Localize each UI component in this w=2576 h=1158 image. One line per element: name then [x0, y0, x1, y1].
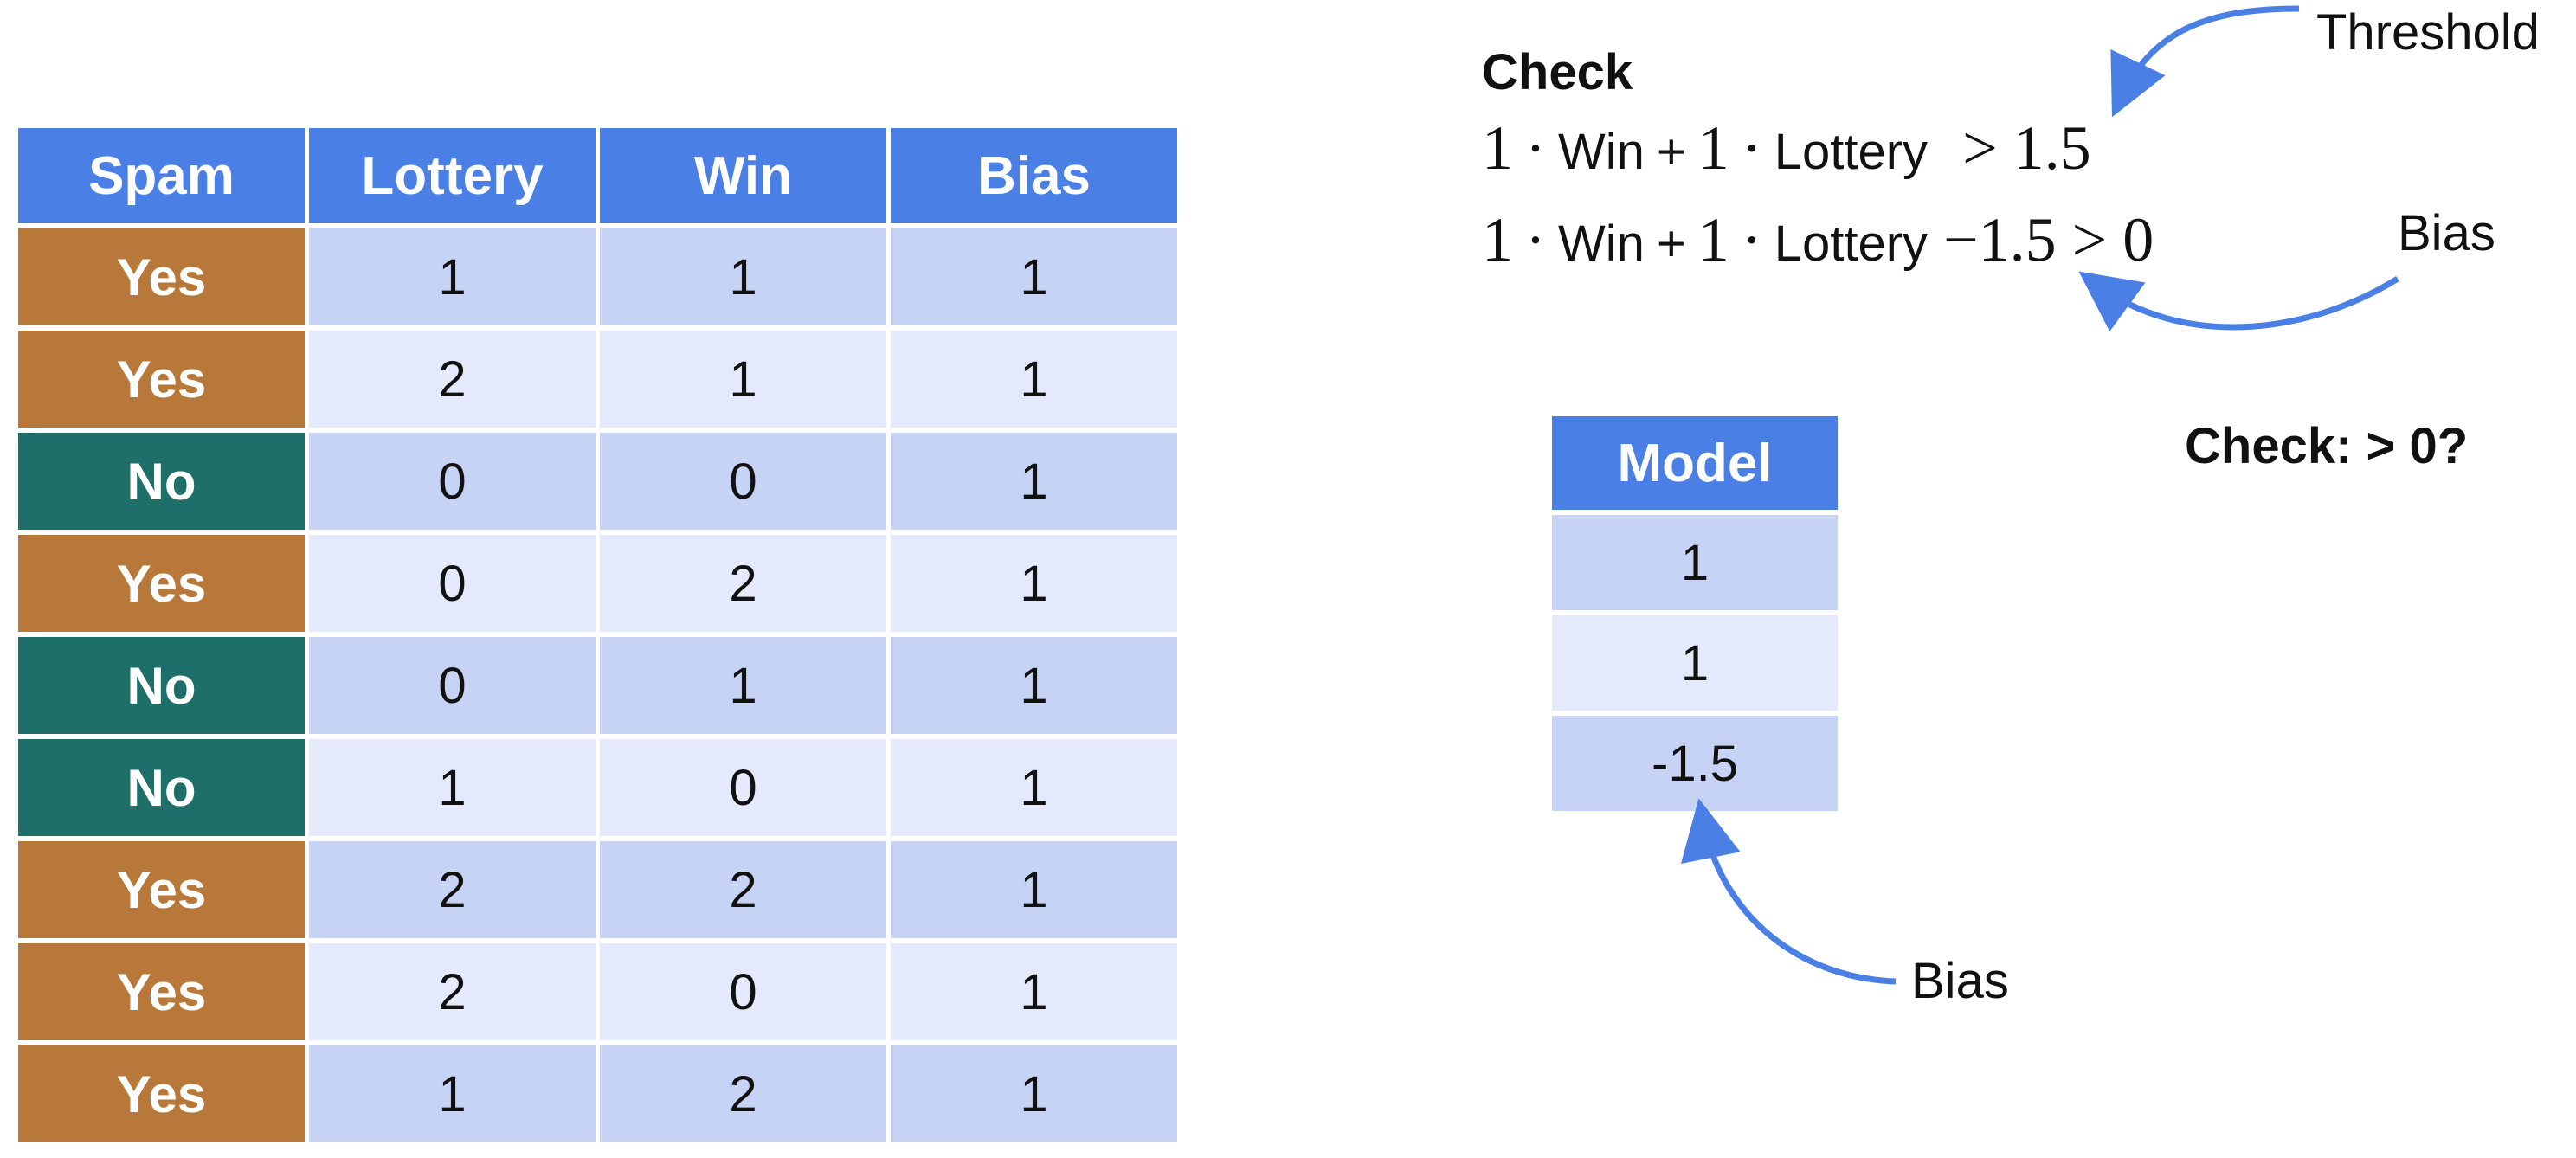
model-weight-lottery: 1	[1552, 615, 1838, 711]
eq1-term-lottery: Lottery	[1774, 124, 1929, 180]
eq1-relation: > 1.5	[1962, 113, 2091, 183]
header-lottery: Lottery	[309, 128, 596, 223]
eq1-coef-1: 1	[1482, 113, 1513, 183]
lottery-value-cell: 2	[309, 331, 596, 428]
header-spam: Spam	[18, 128, 305, 223]
lottery-value-cell: 0	[309, 637, 596, 734]
eq1-coef-2: 1	[1697, 113, 1729, 183]
lottery-value-cell: 1	[309, 1045, 596, 1142]
bias-annotation-top: Bias	[2398, 205, 2496, 261]
model-table: Model 1 1 -1.5	[1552, 416, 1838, 821]
bias-value-cell: 1	[891, 331, 1177, 428]
win-value-cell: 1	[600, 637, 886, 734]
model-weight-win: 1	[1552, 515, 1838, 610]
spam-label-cell: No	[18, 637, 305, 734]
check-greater-than-zero: Check: > 0?	[2185, 418, 2469, 474]
model-bias-value: -1.5	[1552, 716, 1838, 811]
bias-value-cell: 1	[891, 637, 1177, 734]
header-win: Win	[600, 128, 886, 223]
bias-arrow-bottom	[1680, 798, 1897, 985]
bias-value-cell: 1	[891, 943, 1177, 1040]
lottery-value-cell: 0	[309, 433, 596, 530]
lottery-value-cell: 2	[309, 841, 596, 938]
spam-label-cell: Yes	[18, 228, 305, 325]
eq2-term-lottery: Lottery	[1774, 216, 1929, 272]
eq2-relation: −1.5 > 0	[1943, 205, 2154, 274]
win-value-cell: 2	[600, 1045, 886, 1142]
spam-label-cell: No	[18, 739, 305, 836]
eq1-dot-2: ·	[1741, 113, 1762, 183]
spam-label-cell: Yes	[18, 1045, 305, 1142]
spam-label-cell: Yes	[18, 841, 305, 938]
lottery-value-cell: 1	[309, 228, 596, 325]
eq1-plus: +	[1656, 124, 1686, 180]
bias-arrow-top	[2078, 271, 2399, 332]
win-value-cell: 0	[600, 433, 886, 530]
bias-value-cell: 1	[891, 433, 1177, 530]
win-value-cell: 2	[600, 841, 886, 938]
eq2-dot-1: ·	[1525, 205, 1546, 274]
bias-value-cell: 1	[891, 535, 1177, 632]
threshold-annotation: Threshold	[2316, 4, 2540, 61]
eq2-coef-2: 1	[1697, 205, 1729, 274]
bias-value-cell: 1	[891, 739, 1177, 836]
model-header: Model	[1552, 416, 1838, 510]
bias-value-cell: 1	[891, 1045, 1177, 1142]
bias-value-cell: 1	[891, 841, 1177, 938]
win-value-cell: 0	[600, 739, 886, 836]
threshold-arrow	[2110, 5, 2300, 118]
bias-annotation-bottom: Bias	[1911, 953, 2009, 1009]
eq2-term-win: Win	[1557, 216, 1645, 272]
eq1-dot-1: ·	[1525, 113, 1546, 183]
spam-label-cell: Yes	[18, 331, 305, 428]
spam-label-cell: Yes	[18, 535, 305, 632]
spam-label-cell: No	[18, 433, 305, 530]
lottery-value-cell: 2	[309, 943, 596, 1040]
equation-threshold: 1 · Win + 1 · Lottery > 1.5	[1482, 113, 2091, 184]
win-value-cell: 1	[600, 228, 886, 325]
equation-bias: 1 · Win + 1 · Lottery −1.5 > 0	[1482, 204, 2154, 276]
win-value-cell: 2	[600, 535, 886, 632]
spam-label-cell: Yes	[18, 943, 305, 1040]
lottery-value-cell: 1	[309, 739, 596, 836]
check-title: Check	[1482, 44, 1633, 100]
win-value-cell: 0	[600, 943, 886, 1040]
eq2-plus: +	[1656, 216, 1686, 272]
bias-value-cell: 1	[891, 228, 1177, 325]
eq2-dot-2: ·	[1741, 205, 1762, 274]
win-value-cell: 1	[600, 331, 886, 428]
header-bias: Bias	[891, 128, 1177, 223]
eq1-term-win: Win	[1557, 124, 1645, 180]
lottery-value-cell: 0	[309, 535, 596, 632]
eq2-coef-1: 1	[1482, 205, 1513, 274]
